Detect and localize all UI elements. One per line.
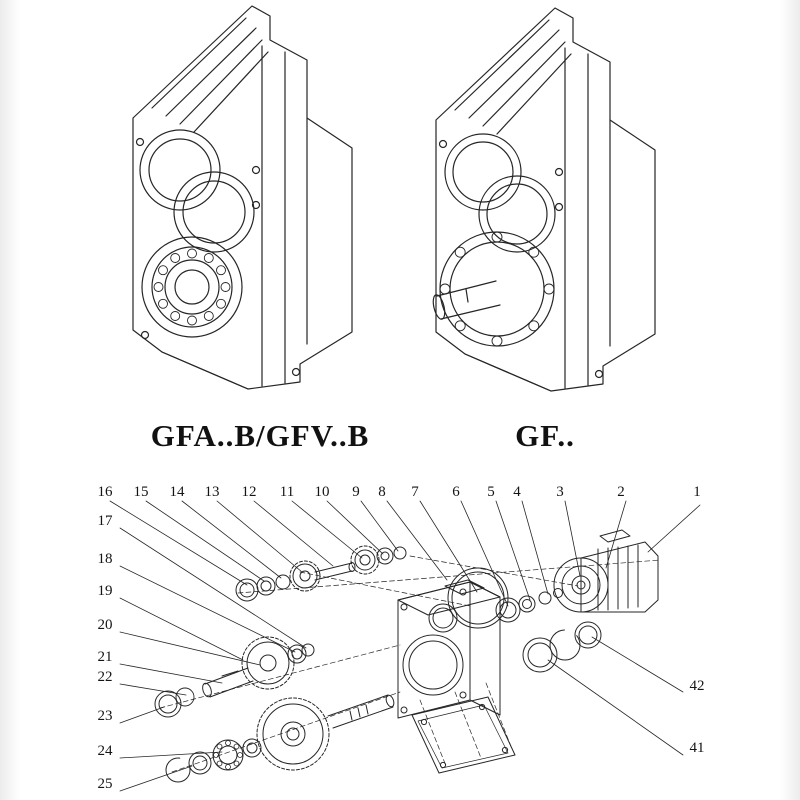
callout-1: 1 [693,484,701,500]
output-rings [522,621,602,673]
callout-19: 19 [97,583,113,599]
exploded-view-diagram [109,500,701,792]
motor-unit [553,529,659,613]
input-shaft-train [235,545,407,602]
callout-14: 14 [169,484,185,500]
output-shaft-train [165,694,395,783]
callout-22: 22 [97,669,113,685]
callout-7: 7 [411,484,419,500]
callout-3: 3 [556,484,564,500]
callout-23: 23 [97,708,113,724]
callout-13: 13 [204,484,220,500]
input-rings [447,567,563,629]
housing [397,579,501,719]
callout-20: 20 [97,617,113,633]
callout-16: 16 [97,484,113,500]
assembly-axis-lines [159,555,661,773]
gearbox-drawing-gfab [132,5,353,390]
callout-8: 8 [378,484,386,500]
gearbox-drawing-gf [432,7,656,392]
callout-18: 18 [97,551,113,567]
callout-25: 25 [97,776,113,792]
callout-5: 5 [487,484,495,500]
callout-15: 15 [133,484,149,500]
intermediate-shaft-train [154,636,315,718]
callout-11: 11 [279,484,295,500]
callout-9: 9 [352,484,360,500]
callout-17: 17 [97,513,113,529]
leader-lines [109,500,701,792]
callout-10: 10 [314,484,330,500]
callout-2: 2 [617,484,625,500]
callout-41: 41 [689,740,705,756]
gasket-plate [411,696,516,774]
callout-42: 42 [689,678,705,694]
model-label-gfab: GFA..B/GFV..B [150,418,370,453]
callout-24: 24 [97,743,113,759]
callout-12: 12 [241,484,257,500]
callout-6: 6 [452,484,460,500]
callout-4: 4 [513,484,521,500]
model-label-gf: GF.. [515,418,575,453]
callout-21: 21 [97,649,113,665]
